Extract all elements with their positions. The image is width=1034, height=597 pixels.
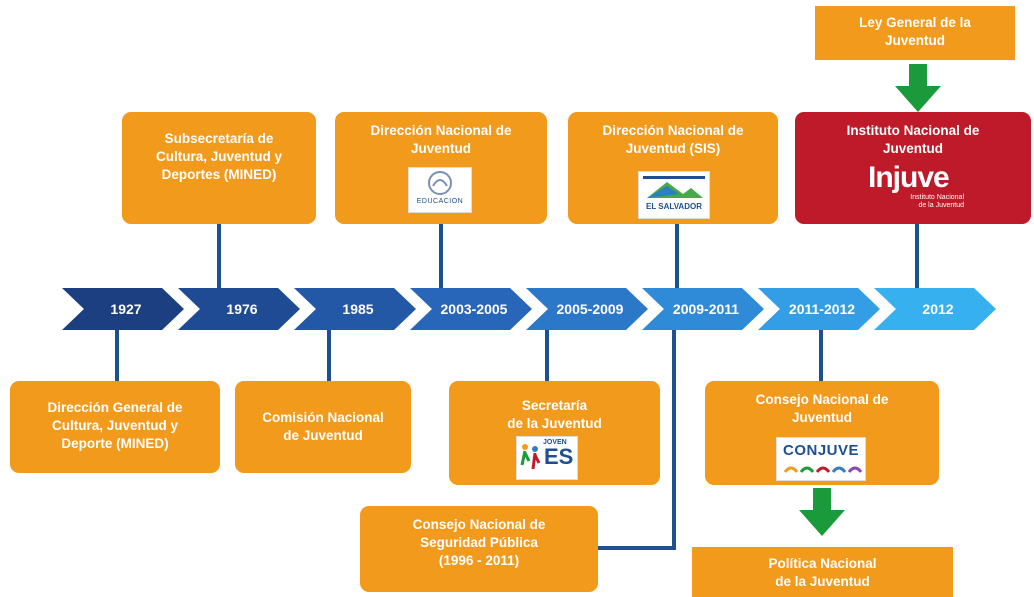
box-label: Secretaría de la Juventud bbox=[507, 398, 602, 431]
year-chevron-2009-2011: 2009-2011 bbox=[642, 288, 764, 330]
connector-seguridad-horizontal bbox=[598, 546, 676, 550]
connector-1985-down bbox=[327, 328, 331, 383]
mined-logo-text: EDUCACION bbox=[416, 198, 464, 205]
sis-mountain-icon bbox=[643, 176, 705, 198]
year-chevron-2011-2012: 2011-2012 bbox=[758, 288, 880, 330]
joven-es-logo: JOVEN ES bbox=[516, 436, 578, 480]
year-chevron-1985: 1985 bbox=[294, 288, 416, 330]
box-label: Consejo Nacional de Juventud bbox=[755, 392, 889, 425]
conjuve-figures-icon bbox=[783, 466, 863, 473]
injuve-subtitle-1: Instituto Nacional bbox=[910, 194, 964, 201]
year-label: 1985 bbox=[342, 301, 374, 317]
box-label: Comisión Nacional de Juventud bbox=[262, 410, 384, 443]
year-chevron-1976: 1976 bbox=[178, 288, 300, 330]
year-label: 1976 bbox=[226, 301, 258, 317]
sis-logo: EL SALVADOR bbox=[638, 171, 710, 219]
box-label: Dirección General de Cultura, Juventud y… bbox=[47, 400, 183, 451]
connector-2003-up bbox=[439, 222, 443, 290]
green-arrow-down-icon bbox=[799, 488, 845, 536]
joven-es-top-text: JOVEN bbox=[543, 439, 567, 446]
box-consejo-seguridad: Consejo Nacional de Seguridad Pública (1… bbox=[360, 506, 598, 592]
box-label: Subsecretaría de Cultura, Juventud y Dep… bbox=[155, 131, 282, 182]
box-subsecretaria: Subsecretaría de Cultura, Juventud y Dep… bbox=[122, 112, 316, 224]
connector-2012-up bbox=[915, 222, 919, 290]
injuve-logo: Injuve Instituto Nacional de la Juventud bbox=[868, 162, 964, 214]
sis-logo-text: EL SALVADOR bbox=[645, 202, 702, 211]
injuve-subtitle-2: de la Juventud bbox=[918, 202, 964, 209]
joven-es-figures-icon bbox=[520, 444, 541, 470]
connector-2005-down bbox=[545, 328, 549, 383]
conjuve-logo-text: CONJUVE bbox=[782, 442, 860, 459]
box-label: Dirección Nacional de Juventud bbox=[370, 123, 512, 156]
year-label: 1927 bbox=[110, 301, 142, 317]
conjuve-logo: CONJUVE bbox=[776, 437, 866, 481]
green-arrow-down-icon bbox=[895, 64, 941, 112]
box-label: Dirección Nacional de Juventud (SIS) bbox=[602, 123, 744, 156]
connector-2011-down bbox=[819, 328, 823, 383]
connector-1927-down bbox=[115, 328, 119, 383]
connector-1976-up bbox=[217, 222, 221, 290]
year-chevron-2005-2009: 2005-2009 bbox=[526, 288, 648, 330]
year-label: 2009-2011 bbox=[672, 301, 740, 317]
box-instituto-nacional: Instituto Nacional de Juventud bbox=[795, 112, 1031, 224]
connector-2009-up bbox=[675, 222, 679, 290]
mined-logo: EDUCACION bbox=[408, 167, 472, 213]
year-chevron-2003-2005: 2003-2005 bbox=[410, 288, 532, 330]
year-label: 2003-2005 bbox=[440, 301, 508, 317]
box-label: Instituto Nacional de Juventud bbox=[846, 123, 980, 156]
mined-emblem-icon bbox=[428, 171, 452, 195]
box-label: Ley General de la Juventud bbox=[859, 15, 971, 48]
connector-seguridad-vertical bbox=[672, 328, 676, 550]
year-chevron-2012: 2012 bbox=[874, 288, 996, 330]
year-chevron-1927: 1927 bbox=[62, 288, 184, 330]
year-label: 2012 bbox=[922, 301, 954, 317]
box-label: Política Nacional de la Juventud bbox=[768, 556, 877, 589]
box-comision-nacional: Comisión Nacional de Juventud bbox=[235, 381, 411, 473]
box-ley-general: Ley General de la Juventud bbox=[815, 6, 1015, 60]
box-direccion-general: Dirección General de Cultura, Juventud y… bbox=[10, 381, 220, 473]
box-politica-nacional: Política Nacional de la Juventud bbox=[692, 547, 953, 597]
box-label: Consejo Nacional de Seguridad Pública (1… bbox=[412, 517, 546, 568]
year-label: 2005-2009 bbox=[556, 301, 624, 317]
injuve-logo-text: Injuve bbox=[868, 161, 950, 194]
year-label: 2011-2012 bbox=[788, 301, 856, 317]
box-direccion-nacional-sis: Dirección Nacional de Juventud (SIS) bbox=[568, 112, 778, 224]
joven-es-main-text: ES bbox=[544, 444, 574, 469]
